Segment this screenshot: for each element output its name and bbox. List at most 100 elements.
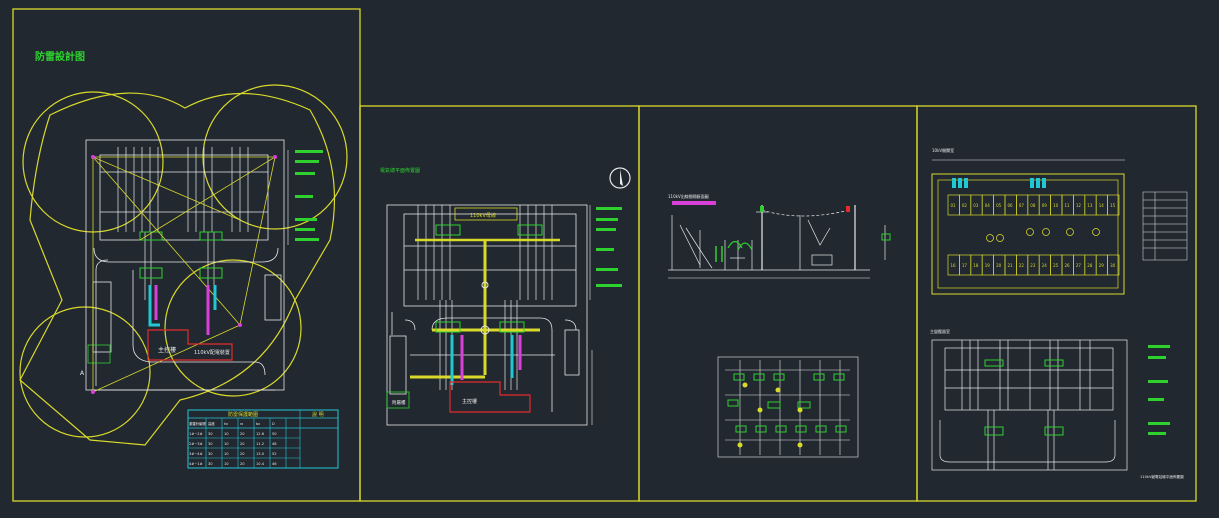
- cabinet-number: 11: [1065, 203, 1071, 208]
- section-caption: 110kV出線間隔斷面圖: [668, 193, 709, 199]
- protection-table[interactable]: 防雷保護範圍 說 明 避雷針編號高度 hx rx bx D 1#~2# 30 10 20 12.6…: [187, 409, 339, 469]
- sheet-frame-layout[interactable]: [359, 105, 640, 502]
- sheet-frame-room[interactable]: [916, 105, 1197, 502]
- table-header: hx: [224, 422, 228, 426]
- site-plan-2: [386, 204, 588, 426]
- site-plan-1: [85, 139, 285, 391]
- cabinet-number: 16: [951, 263, 957, 268]
- panel4-footer: 110kV變電站總平面佈置圖: [1140, 474, 1184, 479]
- point-a-label: A: [80, 370, 85, 377]
- cabinet-number: 15: [1110, 203, 1116, 208]
- table-cell: 10: [224, 432, 229, 436]
- table-cell: 20: [240, 452, 245, 456]
- cable-heads: [952, 178, 1046, 188]
- table-cell: 10: [224, 462, 229, 466]
- switchgear-cabinet[interactable]: [1107, 254, 1120, 276]
- cabinet-number: 25: [1053, 263, 1059, 268]
- building-label-2: 主控樓: [462, 398, 477, 405]
- table-cell: 30: [208, 452, 213, 456]
- switchyard-label: 110kV配電裝置: [194, 349, 230, 356]
- table-note-header: 說 明: [312, 411, 324, 418]
- table-cell: 4#~1#: [189, 462, 203, 466]
- cabinet-number: 09: [1042, 203, 1048, 208]
- switchgear-room[interactable]: [931, 173, 1125, 295]
- cabinet-number: 18: [973, 263, 979, 268]
- panel-general-layout: 電氣總平面佈置圖: [380, 167, 631, 426]
- cabinet-number: 22: [1019, 263, 1025, 268]
- protection-circle-3[interactable]: [164, 259, 302, 397]
- lightning-rod-3[interactable]: [238, 323, 242, 327]
- site-legend-1: [287, 150, 323, 245]
- panel-lightning-protection: 防雷設計图: [19, 50, 348, 469]
- section-elevation: [668, 205, 886, 271]
- cabinet-number: 30: [1110, 263, 1116, 268]
- cabinet-number: 08: [1030, 203, 1036, 208]
- lightning-rod-links: [92, 156, 276, 393]
- table-cell: 13.0: [256, 452, 265, 456]
- cabinet-number: 04: [985, 203, 991, 208]
- building-label: 主控樓: [158, 346, 176, 354]
- cabinet-number: 24: [1042, 263, 1048, 268]
- table-cell: 30: [208, 432, 213, 436]
- cabinet-number: 28: [1087, 263, 1093, 268]
- table-cell: 50: [272, 432, 277, 436]
- table-cell: 2#~3#: [189, 442, 203, 446]
- table-header: 高度: [208, 421, 215, 426]
- switchgear-cabinet[interactable]: [1107, 194, 1120, 216]
- table-header: 避雷針編號: [189, 421, 207, 426]
- cabinet-number: 10: [1053, 203, 1059, 208]
- sheet-frame-lightning[interactable]: [12, 8, 361, 502]
- table-header: bx: [256, 422, 260, 426]
- main-control-building-1[interactable]: 主控樓 110kV配電裝置: [147, 329, 233, 361]
- cabinet-number: 03: [973, 203, 979, 208]
- cabinet-number: 06: [1008, 203, 1014, 208]
- cabinet-number: 23: [1030, 263, 1036, 268]
- cabinet-number: 20: [996, 263, 1002, 268]
- table-cell: 30: [208, 462, 213, 466]
- cabinet-number: 17: [962, 263, 968, 268]
- secondary-wiring: [717, 356, 859, 458]
- cabinet-number: 19: [985, 263, 991, 268]
- lightning-rod-4[interactable]: [91, 390, 95, 394]
- sheet-frames: [12, 8, 1197, 502]
- table-header: rx: [240, 422, 243, 426]
- wiring-components: [727, 373, 847, 433]
- table-cell: 48: [272, 442, 277, 446]
- table-cell: 12.6: [256, 432, 265, 436]
- main-control-building-2[interactable]: 主控樓: [449, 381, 531, 413]
- protection-envelope: [19, 92, 336, 446]
- cabinet-number: 14: [1099, 203, 1105, 208]
- table-title: 防雷保護範圍: [228, 411, 258, 418]
- panel4-top-title: 10kV開關室: [932, 147, 954, 153]
- switchyard-bays-2: [404, 205, 576, 390]
- protection-circle-4[interactable]: [19, 306, 151, 438]
- lightning-rods: [91, 155, 277, 394]
- panel1-title: 防雷設計图: [35, 50, 85, 63]
- equipment-list: [1142, 191, 1188, 261]
- site-legend-2: [589, 205, 622, 425]
- panel2-title: 電氣總平面佈置圖: [380, 167, 420, 174]
- lightning-rod-2[interactable]: [273, 155, 277, 159]
- table-cell: 10.4: [256, 462, 265, 466]
- cabinet-number: 05: [996, 203, 1002, 208]
- panel4-bottom-title: 主變壓器室: [930, 328, 950, 334]
- table-cell: 20: [240, 432, 245, 436]
- table-cell: 20: [240, 442, 245, 446]
- lightning-rod-1[interactable]: [91, 155, 95, 159]
- north-arrow-icon: [609, 167, 631, 189]
- table-cell: 1#~2#: [189, 432, 203, 436]
- sheet-frame-section[interactable]: [638, 105, 918, 502]
- transformer-yard: [931, 339, 1128, 471]
- table-cell: 46: [272, 462, 277, 466]
- table-cell: 10: [224, 452, 229, 456]
- protection-zones: [19, 84, 348, 446]
- panel-section: 110kV出線間隔斷面圖: [668, 193, 891, 458]
- cabinet-number: 12: [1076, 203, 1082, 208]
- transformer-legend: [1148, 345, 1170, 435]
- cabinet-number: 26: [1065, 263, 1071, 268]
- table-header: D: [272, 422, 275, 426]
- table-cell: 3#~4#: [189, 452, 203, 456]
- table-cell: 11.2: [256, 442, 264, 446]
